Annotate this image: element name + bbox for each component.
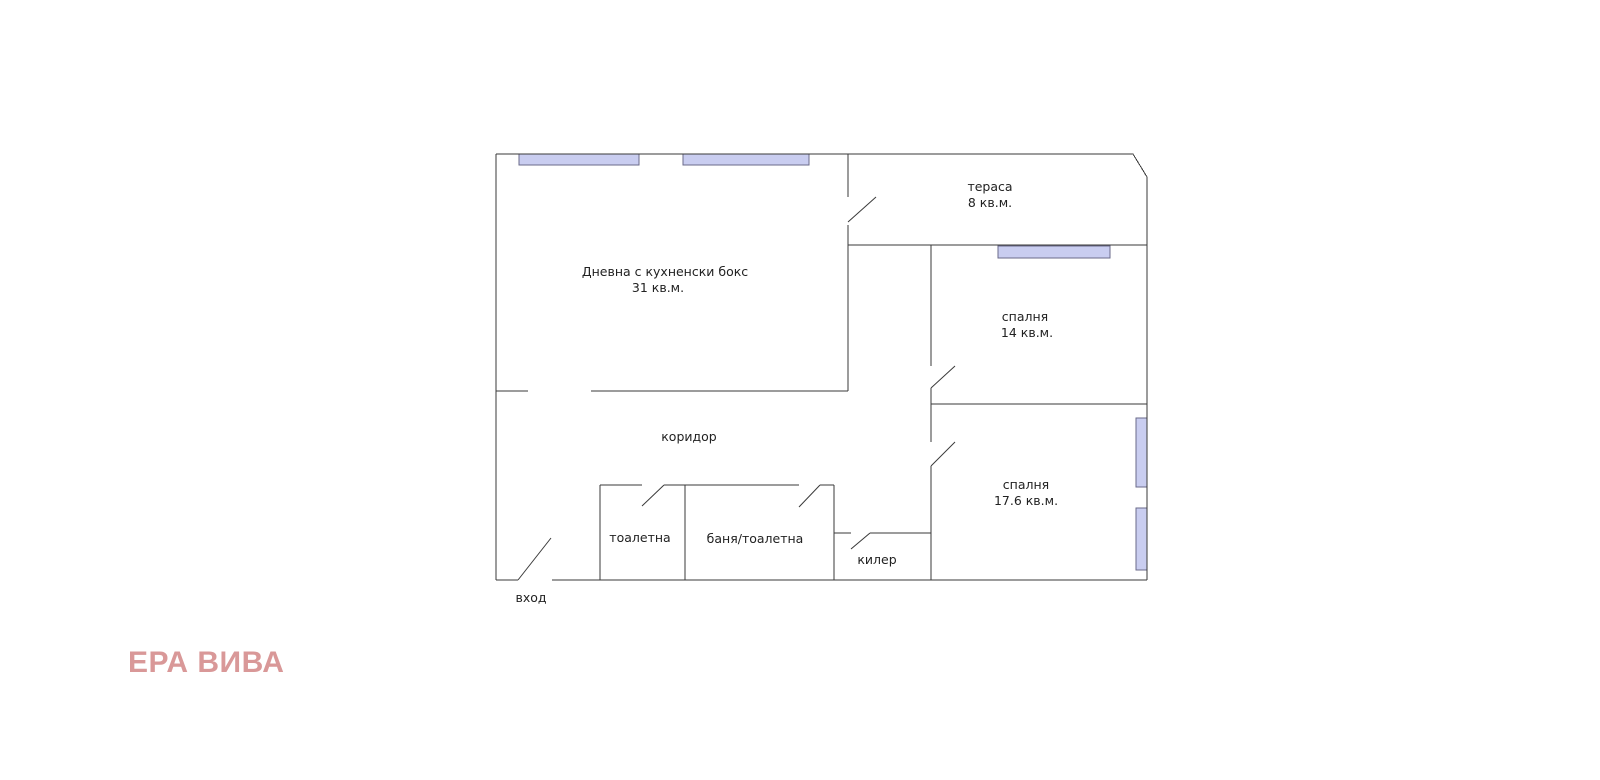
corridor-name: коридор [661,429,717,444]
entrance-label: вход [515,590,546,605]
windows [518,153,1148,571]
door-entrance [517,537,552,581]
bedroom-2-area: 17.6 кв.м. [994,493,1058,508]
bedroom-2-name: спалня [1003,477,1049,492]
living-room-name: Дневна с кухненски бокс [582,264,748,279]
room-labels: Дневна с кухненски бокс 31 кв.м. тераса … [515,179,1058,605]
window-living-left [518,153,640,166]
door-bathroom [798,484,821,508]
bedroom-1-area: 14 кв.м. [1001,325,1053,340]
bathroom-name: баня/тоалетна [707,531,804,546]
terrace-area: 8 кв.м. [968,195,1012,210]
door-bedroom-1 [930,365,956,389]
terrace-name: тераса [967,179,1012,194]
door-storage [850,532,871,550]
bedroom-1-name: спалня [1002,309,1048,324]
walls [495,153,1148,581]
storage-name: килер [857,552,896,567]
door-bedroom-2 [930,441,956,467]
window-bedroom-1 [997,245,1111,259]
agency-watermark: ЕРА ВИВА [128,646,285,679]
toilet-name: тоалетна [609,530,670,545]
window-bedroom-2-lower [1135,507,1148,571]
window-bedroom-2-upper [1135,417,1148,488]
doors [517,196,956,581]
window-living-right [682,153,810,166]
living-room-area: 31 кв.м. [632,280,684,295]
door-terrace [847,196,877,223]
door-toilet [641,484,665,507]
wall-outer-top [496,153,1148,580]
